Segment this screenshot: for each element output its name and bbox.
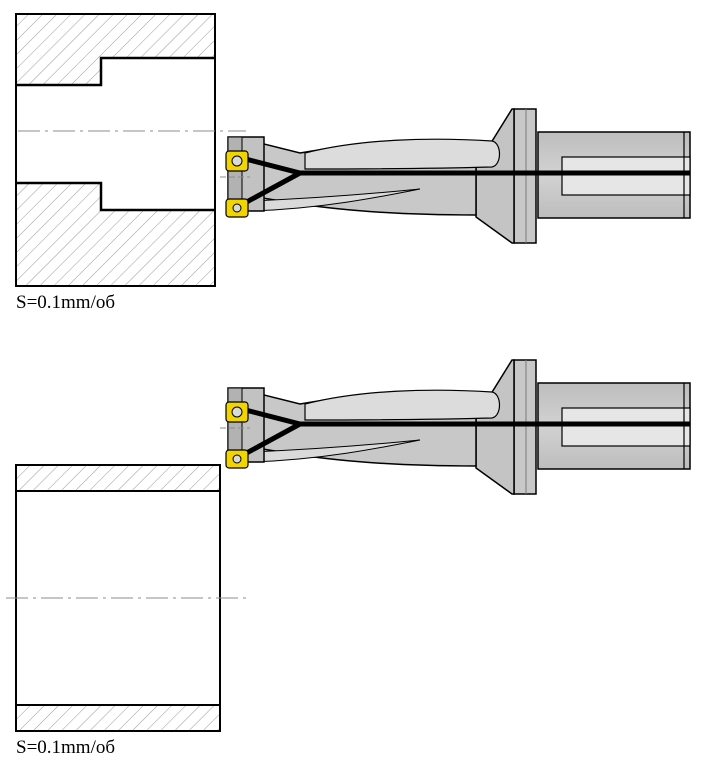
feed-rate-caption-top: S=0.1mm/об [16, 292, 116, 313]
indexable-insert-drill-icon [226, 360, 690, 494]
feed-rate-caption-bottom: S=0.1mm/об [16, 737, 116, 758]
bottom-workpiece-top-wall [15, 464, 221, 492]
top-workpiece [15, 13, 246, 287]
top-drill [220, 109, 690, 243]
bottom-drill [220, 360, 690, 494]
bottom-workpiece [6, 464, 250, 732]
bottom-workpiece-bottom-wall [15, 704, 221, 732]
indexable-insert-drill-icon [226, 109, 690, 243]
